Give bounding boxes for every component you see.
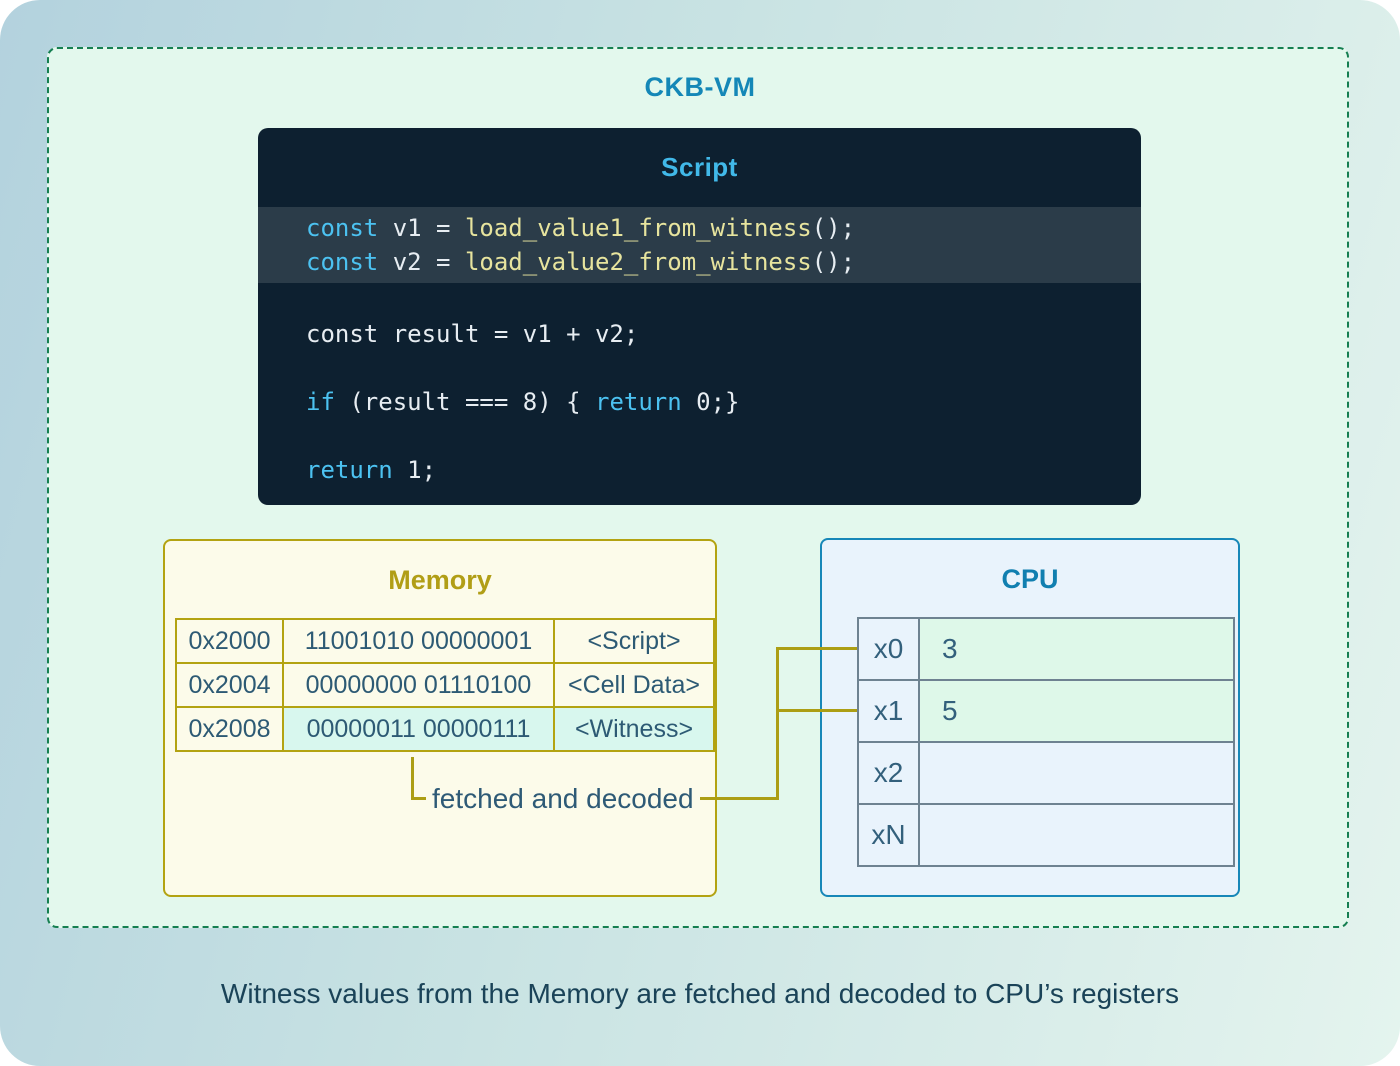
plain-token: 0;}	[681, 388, 740, 416]
connector-drop-from-witness	[411, 757, 414, 800]
cpu-register-table: x0 3 x1 5 x2 xN	[857, 617, 1235, 867]
register-value-cell	[918, 741, 1235, 805]
plain-token: ();	[811, 214, 856, 242]
diagram-caption: Witness values from the Memory are fetch…	[220, 978, 1180, 1009]
code-blank-line	[258, 351, 1141, 385]
code-blank-line	[258, 419, 1141, 453]
register-name-cell: x1	[857, 679, 920, 743]
connector-label: fetched and decoded	[432, 783, 694, 814]
function-token: load_value1_from_witness	[464, 214, 812, 242]
register-value-cell	[918, 803, 1235, 867]
memory-row-0x2008-witness: 0x2008 00000011 00000111 <Witness>	[175, 706, 715, 752]
plain-token: v1 =	[378, 214, 465, 242]
memory-bits-cell-highlighted: 00000011 00000111	[282, 706, 555, 752]
memory-label-cell: <Script>	[553, 618, 715, 664]
register-value-cell-highlighted: 3	[918, 617, 1235, 681]
memory-address-cell: 0x2008	[175, 706, 284, 752]
memory-address-cell: 0x2004	[175, 662, 284, 708]
code-line-2: const v2 = load_value2_from_witness();	[258, 245, 1141, 279]
cpu-row-xN: xN	[857, 803, 1235, 867]
memory-address-cell: 0x2000	[175, 618, 284, 664]
keyword-token: const	[306, 214, 379, 242]
keyword-token: if	[306, 388, 335, 416]
memory-title: Memory	[388, 565, 492, 595]
cpu-container: CPU x0 3 x1 5 x2 xN	[820, 538, 1240, 897]
keyword-token: const	[306, 248, 379, 276]
memory-bits-cell: 00000000 01110100	[282, 662, 555, 708]
connector-branch-to-x0	[776, 647, 857, 650]
script-code-block: Script const v1 = load_value1_from_witne…	[258, 128, 1141, 505]
code-highlight-band: const v1 = load_value1_from_witness(); c…	[258, 207, 1141, 283]
connector-riser	[776, 647, 779, 800]
cpu-row-x1: x1 5	[857, 679, 1235, 743]
code-blank-line	[258, 283, 1141, 317]
connector-horizontal-to-riser	[700, 797, 779, 800]
connector-branch-to-x1	[776, 709, 857, 712]
cpu-row-x0: x0 3	[857, 617, 1235, 681]
memory-label-cell-highlighted: <Witness>	[553, 706, 715, 752]
memory-row-0x2004: 0x2004 00000000 01110100 <Cell Data>	[175, 662, 715, 708]
function-token: load_value2_from_witness	[464, 248, 812, 276]
code-line-3: const result = v1 + v2;	[258, 317, 1141, 351]
keyword-token: return	[595, 388, 682, 416]
plain-token: const result = v1 + v2;	[306, 320, 639, 348]
code-line-1: const v1 = load_value1_from_witness();	[258, 211, 1141, 245]
memory-table: 0x2000 11001010 00000001 <Script> 0x2004…	[175, 618, 715, 752]
plain-token: v2 =	[378, 248, 465, 276]
code-line-4: if (result === 8) { return 0;}	[258, 385, 1141, 419]
memory-row-0x2000: 0x2000 11001010 00000001 <Script>	[175, 618, 715, 664]
script-title: Script	[661, 152, 738, 182]
register-value-cell-highlighted: 5	[918, 679, 1235, 743]
memory-bits-cell: 11001010 00000001	[282, 618, 555, 664]
register-name-cell: x0	[857, 617, 920, 681]
memory-label-cell: <Cell Data>	[553, 662, 715, 708]
plain-token: ();	[811, 248, 856, 276]
memory-container: Memory 0x2000 11001010 00000001 <Script>…	[163, 539, 717, 897]
plain-token: 1;	[392, 456, 437, 484]
register-name-cell: xN	[857, 803, 920, 867]
ckb-vm-title: CKB-VM	[644, 72, 756, 102]
code-line-5: return 1;	[258, 453, 1141, 487]
plain-token: (result === 8) {	[334, 388, 595, 416]
connector-elbow-foot	[411, 797, 426, 800]
cpu-title: CPU	[1001, 564, 1059, 594]
keyword-token: return	[306, 456, 393, 484]
cpu-row-x2: x2	[857, 741, 1235, 805]
register-name-cell: x2	[857, 741, 920, 805]
